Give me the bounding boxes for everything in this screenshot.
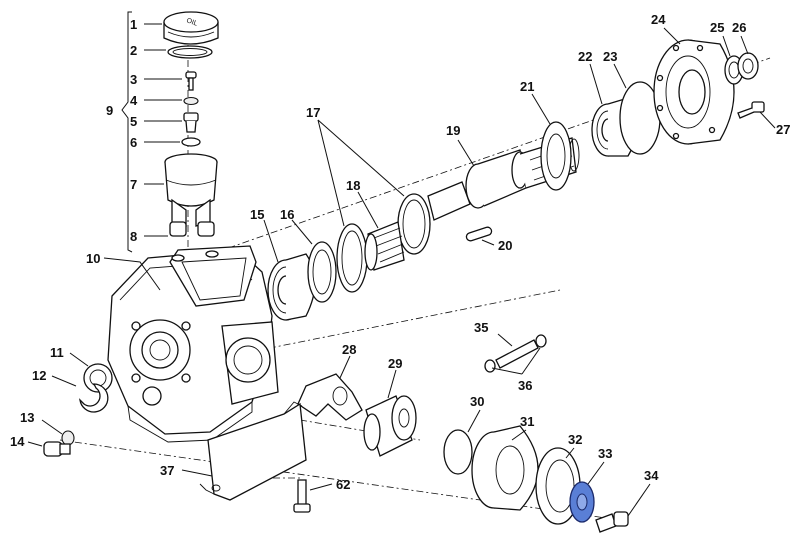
washer-13[interactable]: [61, 430, 75, 446]
circlip-12[interactable]: [79, 383, 109, 413]
ring-30[interactable]: [443, 429, 473, 475]
label-16: 16: [280, 207, 294, 222]
label-22: 22: [578, 49, 592, 64]
ring-36b[interactable]: [535, 334, 547, 348]
oil-reservoir-7[interactable]: [164, 153, 218, 227]
ring-16[interactable]: [307, 241, 337, 303]
breather-valve-5[interactable]: [183, 112, 199, 133]
screw-3[interactable]: [185, 71, 197, 91]
label-27: 27: [776, 122, 790, 137]
bolt-27[interactable]: [737, 101, 765, 119]
cap-oring[interactable]: [167, 45, 213, 59]
bracket-9: [121, 11, 133, 253]
label-37: 37: [160, 463, 174, 478]
key-20[interactable]: [465, 226, 493, 242]
washer-4[interactable]: [183, 96, 199, 106]
label-8: 8: [130, 229, 137, 244]
label-21: 21: [520, 79, 534, 94]
label-10: 10: [86, 251, 100, 266]
label-34: 34: [644, 468, 659, 483]
drain-plug-14[interactable]: [43, 441, 71, 457]
label-30: 30: [470, 394, 484, 409]
label-11: 11: [50, 345, 64, 360]
label-62: 62: [336, 477, 350, 492]
label-14: 14: [10, 434, 25, 449]
label-7: 7: [130, 177, 137, 192]
part-labels: 1 2 3 4 5 6 7 8 9 10 11 12 13 14 15 16 1…: [10, 12, 790, 492]
label-13: 13: [20, 410, 34, 425]
leader-lines: [27, 23, 776, 517]
piston-29[interactable]: [363, 395, 417, 457]
label-33: 33: [598, 446, 612, 461]
label-20: 20: [498, 238, 512, 253]
nipples-8[interactable]: [169, 221, 215, 237]
label-28: 28: [342, 342, 356, 357]
label-36: 36: [518, 378, 532, 393]
ring-17b[interactable]: [397, 193, 431, 255]
label-1: 1: [130, 17, 137, 32]
bracket-37[interactable]: [199, 401, 307, 501]
label-9: 9: [106, 103, 113, 118]
pin-35[interactable]: [495, 339, 539, 369]
label-17: 17: [306, 105, 320, 120]
label-6: 6: [130, 135, 137, 150]
label-26: 26: [732, 20, 746, 35]
ring-17a[interactable]: [336, 223, 368, 293]
label-29: 29: [388, 356, 402, 371]
bearing-15[interactable]: [267, 253, 316, 321]
diaphragm-31[interactable]: [471, 425, 539, 511]
ring-21[interactable]: [540, 121, 572, 191]
label-18: 18: [346, 178, 360, 193]
label-3: 3: [130, 72, 137, 87]
label-12: 12: [32, 368, 46, 383]
cage-18[interactable]: [364, 221, 405, 271]
connecting-rod-28[interactable]: [297, 373, 363, 421]
label-32: 32: [568, 432, 582, 447]
bolt-62[interactable]: [293, 479, 311, 513]
label-24: 24: [651, 12, 666, 27]
ring-6[interactable]: [181, 137, 201, 147]
washer-33-highlighted[interactable]: [569, 481, 595, 523]
label-23: 23: [603, 49, 617, 64]
screw-34[interactable]: [595, 511, 629, 533]
label-4: 4: [130, 93, 138, 108]
label-31: 31: [520, 414, 534, 429]
oil-cap[interactable]: OIL: [163, 11, 219, 45]
oil-cap-text: OIL: [185, 17, 198, 27]
pump-housing-10[interactable]: [107, 245, 279, 443]
cap-26[interactable]: [737, 52, 759, 80]
label-15: 15: [250, 207, 264, 222]
label-35: 35: [474, 320, 488, 335]
label-2: 2: [130, 43, 137, 58]
cover-24[interactable]: [653, 39, 735, 145]
label-25: 25: [710, 20, 724, 35]
label-19: 19: [446, 123, 460, 138]
ring-36a[interactable]: [484, 359, 496, 373]
label-5: 5: [130, 114, 137, 129]
